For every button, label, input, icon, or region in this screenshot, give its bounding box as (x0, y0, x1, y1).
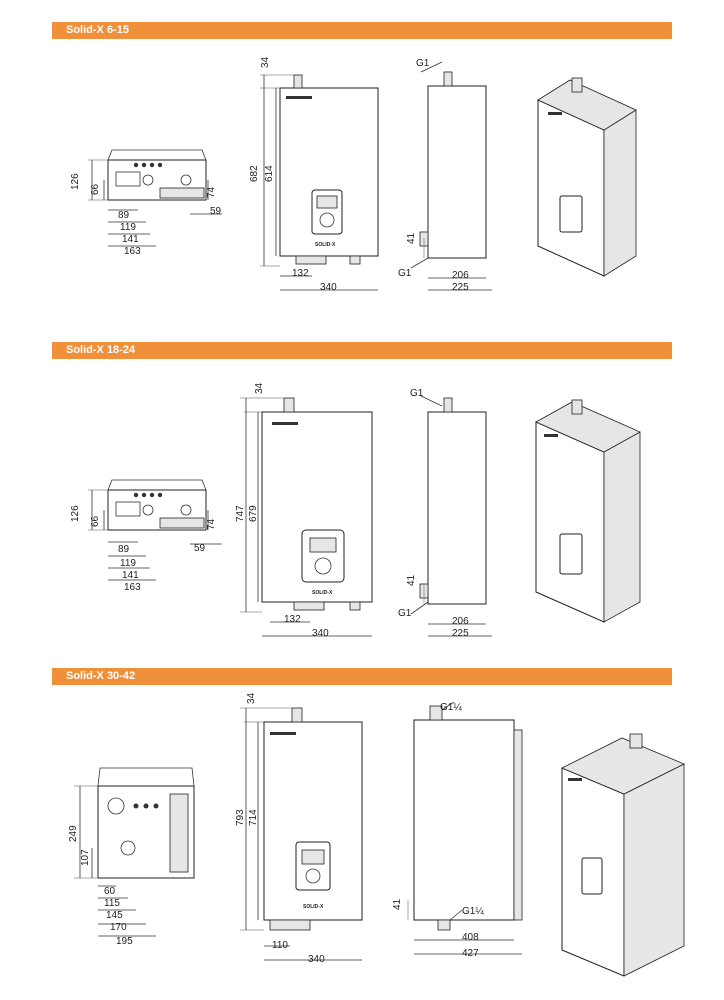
dim-h-340: 340 (308, 954, 325, 965)
pipe-top-label: G1 (416, 58, 430, 69)
dim-h-115: 115 (104, 898, 120, 909)
dim-h-141: 141 (122, 570, 139, 581)
brand-label: SOLID-X (315, 242, 336, 248)
side-view-6-15 (410, 61, 492, 291)
dim-h-206: 206 (452, 616, 469, 627)
section-title-6-15: Solid-X 6-15 (52, 22, 672, 39)
isometric-view-30-42 (561, 733, 685, 977)
dim-v-41: 41 (406, 232, 417, 244)
dim-h-132: 132 (292, 268, 309, 279)
dim-v-126: 126 (70, 173, 81, 190)
dim-v-107: 107 (80, 849, 91, 866)
bottom-view-18-24 (88, 479, 222, 581)
dim-v-249: 249 (68, 825, 79, 842)
dim-v-41: 41 (392, 898, 403, 910)
section-title-18-24: Solid-X 18-24 (52, 342, 672, 359)
dim-h-163: 163 (124, 246, 141, 257)
dim-h-195: 195 (116, 936, 133, 947)
isometric-view-18-24 (535, 399, 641, 623)
dim-v-34: 34 (246, 692, 257, 704)
dim-v-66: 66 (90, 183, 101, 195)
dim-h-206: 206 (452, 270, 469, 281)
brand-label: SOLID-X (303, 904, 324, 910)
dim-v-34: 34 (260, 56, 271, 68)
dim-h-132: 132 (284, 614, 301, 625)
pipe-top-label: G1 (410, 388, 424, 399)
dim-v-793: 793 (235, 809, 246, 826)
brand-label: SOLID-X (312, 590, 333, 596)
side-view-30-42 (407, 701, 523, 955)
dim-v-74: 74 (206, 518, 217, 530)
dim-h-340: 340 (312, 628, 329, 639)
dim-v-747: 747 (235, 505, 246, 522)
pipe-top-label: G1¼ (440, 701, 462, 713)
bottom-view-30-42 (74, 767, 195, 937)
dim-h-89: 89 (118, 210, 130, 221)
pipe-bottom-label: G1 (398, 268, 412, 279)
dim-h-119: 119 (120, 222, 136, 233)
dim-v-614: 614 (264, 165, 275, 182)
dim-v-74: 74 (206, 186, 217, 198)
dim-h-119: 119 (120, 558, 136, 569)
dim-h-170: 170 (110, 922, 127, 933)
dim-v-714: 714 (248, 809, 259, 826)
dim-v-126: 126 (70, 505, 81, 522)
pipe-bottom-label: G1¼ (462, 905, 484, 917)
side-view-18-24 (410, 395, 492, 637)
dim-v-66: 66 (90, 515, 101, 527)
dim-h-59: 59 (210, 206, 222, 217)
isometric-view-6-15 (537, 77, 637, 277)
bottom-view-6-15 (88, 149, 222, 247)
dim-h-59: 59 (194, 543, 206, 554)
section-title-30-42: Solid-X 30-42 (52, 668, 672, 685)
dim-h-89: 89 (118, 544, 130, 555)
dim-h-145: 145 (106, 910, 123, 921)
front-view-6-15 (260, 74, 379, 291)
dim-h-340: 340 (320, 282, 337, 293)
dim-v-682: 682 (249, 165, 260, 182)
dim-h-141: 141 (122, 234, 139, 245)
dim-h-225: 225 (452, 628, 469, 639)
dim-h-163: 163 (124, 582, 141, 593)
front-view-30-42 (240, 707, 363, 961)
dim-h-60: 60 (104, 886, 116, 897)
front-view-18-24 (240, 397, 373, 637)
pipe-bottom-label: G1 (398, 608, 412, 619)
dim-h-225: 225 (452, 282, 469, 293)
dim-h-408: 408 (462, 932, 479, 943)
dim-v-34: 34 (254, 382, 265, 394)
dim-h-110: 110 (272, 940, 288, 951)
dim-v-41: 41 (406, 574, 417, 586)
dim-v-679: 679 (248, 505, 259, 522)
dim-h-427: 427 (462, 948, 479, 959)
